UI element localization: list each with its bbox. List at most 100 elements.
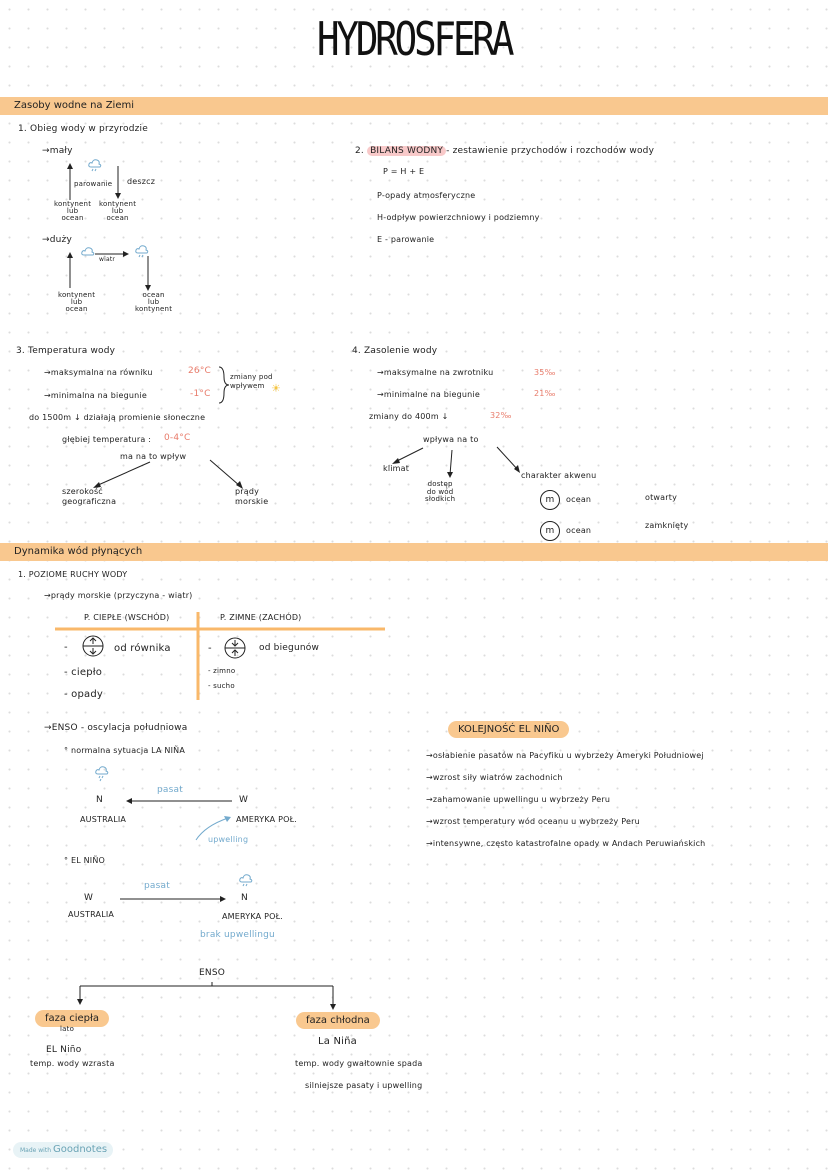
bilans-def: - zestawienie przychodów i rozchodów wod… [446, 146, 655, 156]
temp-zmiany: zmiany pod wpływem [230, 373, 273, 391]
circle-m-icon: m [540, 521, 560, 541]
temp-spada: temp. wody gwałtownie spada [295, 1059, 423, 1068]
poziome-heading: 1. POZIOME RUCHY WODY [18, 570, 128, 579]
temp-deep: głębiej temperatura : [62, 435, 152, 444]
w-left: W [84, 893, 94, 903]
cieple-row-3: - opady [64, 689, 104, 700]
obieg-dest: kontynent lub ocean [99, 200, 137, 222]
cloud-rain-icon [238, 874, 254, 894]
akwen-zamkniety-desc: zamknięty [645, 521, 689, 530]
made-with-label: Made with [20, 1147, 51, 1154]
la-nina-label: ° normalna sytuacja LA NIÑA [64, 746, 186, 755]
bilans-e: E - parowanie [377, 235, 435, 244]
lato-label: lato [60, 1025, 75, 1033]
section-band-zasoby: Zasoby wodne na Ziemi [0, 97, 828, 115]
temp-deep-value: 0-4°C [164, 433, 191, 443]
zasolenie-max: →maksymalne na zwrotniku [377, 368, 494, 377]
australia-2: AUSTRALIA [68, 910, 115, 919]
zasolenie-heading: 4. Zasolenie wody [352, 346, 438, 356]
pasat-1: pasat [157, 785, 183, 795]
el-nino-2: EL Niño [46, 1045, 82, 1055]
bilans-term: BILANS WODNY [367, 146, 447, 156]
obieg-heading: 1. Obieg wody w przyrodzie [18, 124, 148, 134]
cloud-icon [80, 246, 96, 262]
wiatr-label: wiatr [99, 256, 116, 263]
current-arrows-icon [82, 635, 104, 661]
australia-1: AUSTRALIA [80, 815, 127, 824]
kolejnosc-pill: KOLEJNOŚĆ EL NIÑO [448, 721, 570, 738]
enso-root: ENSO [199, 968, 226, 978]
zasolenie-dostep: dostęp do wód słodkich [425, 480, 456, 504]
temp-max-value: 26°C [188, 366, 212, 376]
section-band-dynamika: Dynamika wód płynących [0, 543, 828, 561]
parowanie-label: parowanie [74, 180, 113, 188]
step-4: →wzrost temperatury wód oceanu u wybrzeż… [426, 817, 640, 826]
faza-chlodna-pill: faza chłodna [296, 1012, 380, 1029]
temp-max: →maksymalna na równiku [44, 368, 153, 377]
step-3: →zahamowanie upwellingu u wybrzeży Peru [426, 795, 611, 804]
n-left: N [96, 795, 103, 805]
zasolenie-min: →minimalne na biegunie [377, 390, 480, 399]
step-5: →intensywne, często katastrofalne opady … [426, 839, 706, 848]
zasolenie-max-value: 35‰ [534, 368, 556, 377]
cloud-rain-icon [94, 766, 110, 786]
temp-min: →minimalna na biegunie [44, 391, 147, 400]
bilans-h: H-odpływ powierzchniowy i podziemny [377, 213, 540, 222]
faza-ciepla-pill: faza ciepła [35, 1010, 109, 1027]
silniejsze: silniejsze pasaty i upwelling [305, 1081, 423, 1090]
goodnotes-badge: Made with Goodnotes [13, 1142, 113, 1158]
zasolenie-wplywa: wpływa na to [423, 435, 479, 444]
section-title: Dynamika wód płynących [14, 546, 143, 557]
brak-upwellingu: brak upwellingu [200, 930, 275, 940]
cieple-row-1-text: od równika [114, 643, 171, 654]
sun-icon: ☀ [271, 382, 281, 395]
enso-heading: →ENSO - oscylacja południowa [44, 723, 188, 733]
temp-prady: prądy morskie [235, 487, 269, 507]
obieg-source: kontynent lub ocean [54, 200, 92, 222]
deszcz-label: deszcz [127, 177, 156, 186]
zimne-row-3: - sucho [208, 682, 235, 690]
cieple-row-2: - ciepło [64, 667, 103, 678]
obieg-duzy: →duży [42, 235, 73, 245]
ameryka-2: AMERYKA POŁ. [222, 912, 284, 921]
bilans-p: P-opady atmosferyczne [377, 191, 476, 200]
temp-szerokosc: szerokość geograficzna [62, 487, 117, 507]
section-title: Zasoby wodne na Ziemi [14, 100, 135, 111]
temp-wzrasta: temp. wody wzrasta [30, 1059, 115, 1068]
obieg-source-2: kontynent lub ocean [58, 291, 96, 313]
w-right: W [239, 795, 249, 805]
bilans-num: 2. [355, 146, 364, 156]
n-right: N [241, 893, 248, 903]
cloud-rain-icon [87, 157, 103, 177]
upwelling-label: upwelling [208, 835, 249, 844]
cloud-rain-icon [134, 244, 150, 264]
temp-line3: do 1500m ↓ działają promienie słoneczne [29, 413, 206, 422]
step-1: →osłabienie pasatów na Pacyfiku u wybrze… [426, 751, 704, 760]
table-head-zimne: P. ZIMNE (ZACHÓD) [220, 613, 302, 622]
obieg-maly: →mały [42, 146, 73, 156]
el-nino-label: ° EL NIÑO [64, 856, 106, 865]
bilans-formula: P = H + E [383, 167, 425, 176]
table-head-cieple: P. CIEPŁE (WSCHÓD) [84, 613, 170, 622]
step-2: →wzrost siły wiatrów zachodnich [426, 773, 563, 782]
bilans-line: 2. BILANS WODNY- zestawienie przychodów … [355, 146, 655, 157]
zimne-row-2: - zimno [208, 667, 236, 675]
cieple-row-1: - [64, 642, 68, 653]
akwen-label: ocean [566, 526, 592, 535]
prady-heading: →prądy morskie (przyczyna - wiatr) [44, 591, 193, 600]
temp-wplyw: ma na to wpływ [120, 452, 187, 461]
pasat-2: pasat [144, 881, 170, 891]
zasolenie-zmiany: zmiany do 400m ↓ [369, 412, 449, 421]
akwen-otwarty-desc: otwarty [645, 493, 678, 502]
zasolenie-klimat: klimat [383, 464, 410, 473]
zasolenie-zmiany-value: 32‰ [490, 411, 512, 420]
goodnotes-logo: Goodnotes [53, 1144, 108, 1155]
page-title: HYDROSFERA [316, 12, 515, 66]
zasolenie-min-value: 21‰ [534, 389, 556, 398]
zimne-row-1-text: od biegunów [259, 643, 320, 653]
zasolenie-charakter: charakter akwenu [521, 471, 597, 480]
temp-heading: 3. Temperatura wody [16, 346, 116, 356]
temp-min-value: -1°C [190, 389, 211, 399]
